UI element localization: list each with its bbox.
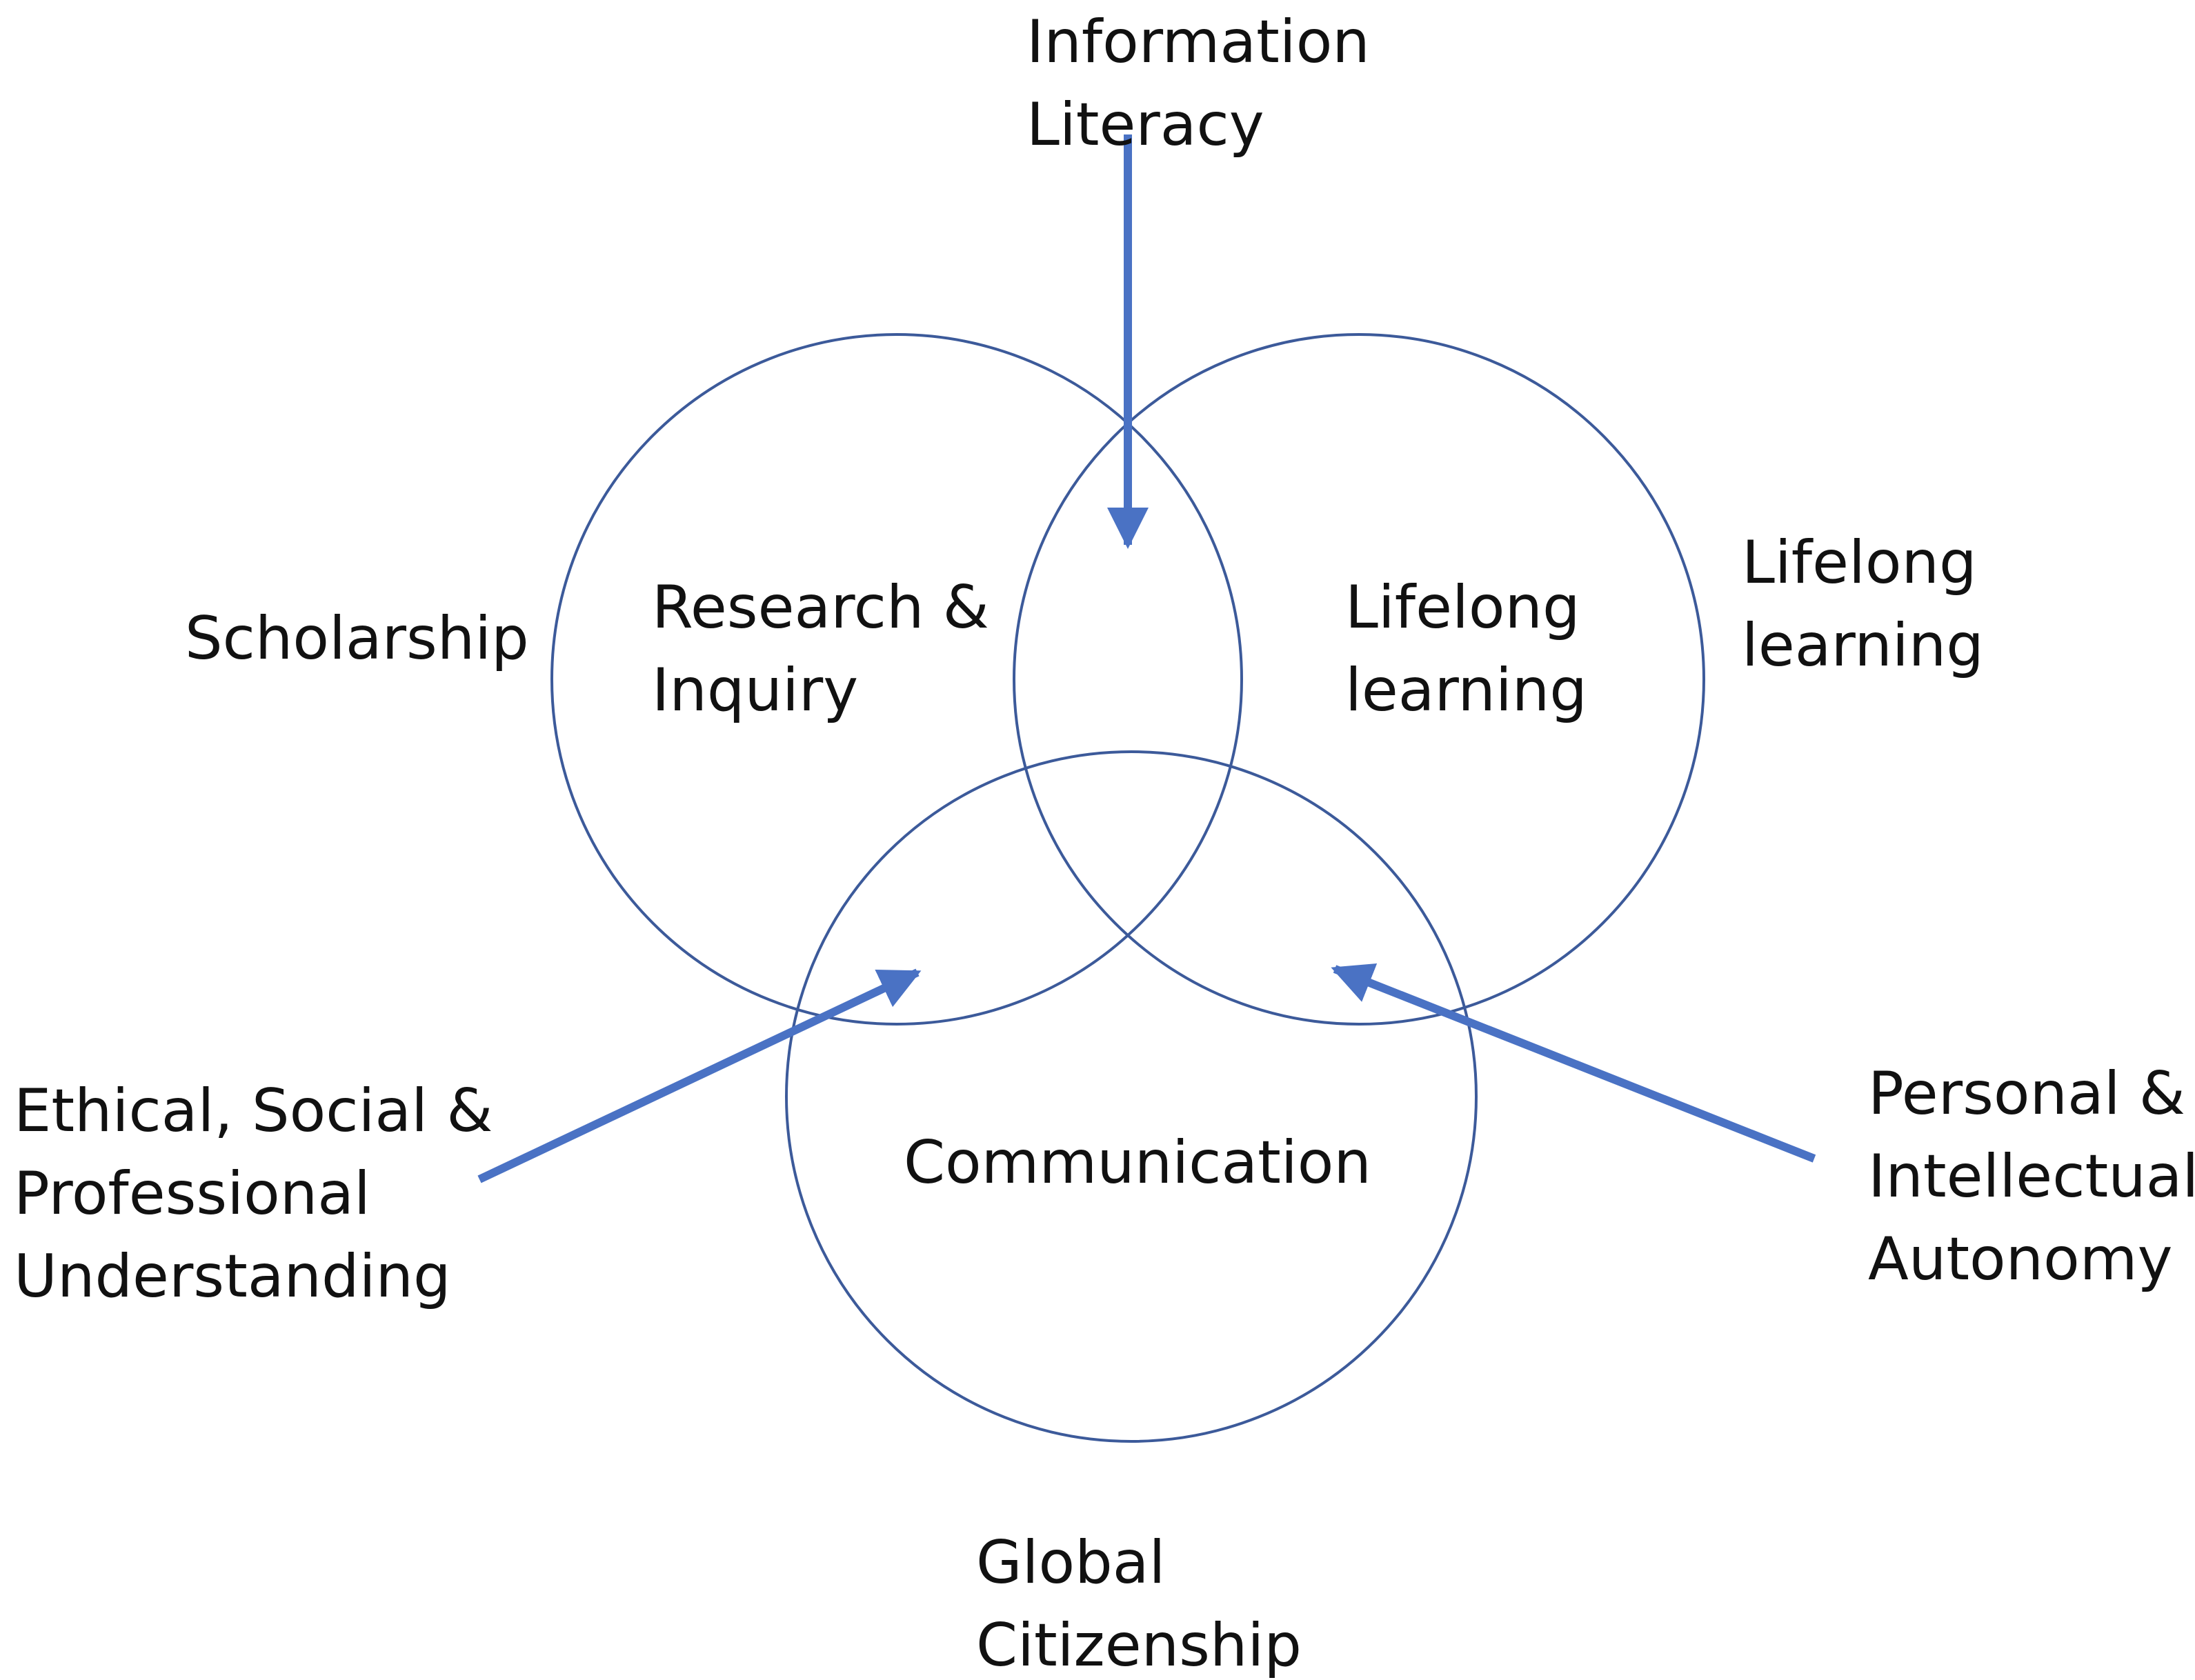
- ethical-social-professional-label-line: Professional: [14, 1159, 370, 1228]
- ethical-social-professional-label: Ethical, Social & Professional Understan…: [14, 1077, 512, 1311]
- communication-label-line: Communication: [904, 1128, 1371, 1197]
- scholarship-label: Scholarship: [185, 604, 529, 673]
- ethical-social-arrow: [477, 968, 922, 1183]
- personal-intellectual-autonomy-label-line: Intellectual: [1868, 1142, 2195, 1211]
- lifelong-learning-circle-label-line: learning: [1345, 656, 1587, 725]
- lifelong-learning-outer-label-line: learning: [1742, 611, 1984, 680]
- personal-autonomy-arrow: [1331, 963, 1816, 1163]
- global-citizenship-label-line: Citizenship: [976, 1611, 1302, 1680]
- personal-intellectual-autonomy-label: Personal & Intellectual Autonomy: [1868, 1059, 2195, 1294]
- lifelong-learning-outer-label-line: Lifelong: [1742, 528, 1977, 597]
- lifelong-learning-circle-label-line: Lifelong: [1345, 573, 1580, 642]
- ethical-social-professional-label-line: Ethical, Social &: [14, 1077, 493, 1146]
- lifelong-learning-outer-label: Lifelong learning: [1742, 528, 1996, 680]
- research-inquiry-label-line: Research &: [652, 573, 989, 642]
- information-literacy-label-line: Information: [1026, 8, 1370, 77]
- communication-label: Communication: [904, 1128, 1371, 1197]
- research-inquiry-label-line: Inquiry: [652, 656, 858, 725]
- communication-circle: [785, 750, 1478, 1443]
- lifelong-learning-circle-label: Lifelong learning: [1345, 573, 1599, 725]
- global-citizenship-label: Global Citizenship: [976, 1528, 1302, 1680]
- lifelong-learning-circle: [1013, 333, 1705, 1026]
- scholarship-label-line: Scholarship: [185, 604, 529, 673]
- information-literacy-label-line: Literacy: [1026, 90, 1264, 159]
- ethical-social-professional-label-line: Understanding: [14, 1242, 451, 1311]
- research-inquiry-label: Research & Inquiry: [652, 573, 1008, 725]
- personal-intellectual-autonomy-label-line: Autonomy: [1868, 1225, 2172, 1294]
- information-literacy-label: Information Literacy: [1026, 8, 1389, 159]
- research-inquiry-circle: [550, 333, 1243, 1026]
- personal-intellectual-autonomy-label-line: Personal &: [1868, 1059, 2185, 1128]
- global-citizenship-label-line: Global: [976, 1528, 1165, 1597]
